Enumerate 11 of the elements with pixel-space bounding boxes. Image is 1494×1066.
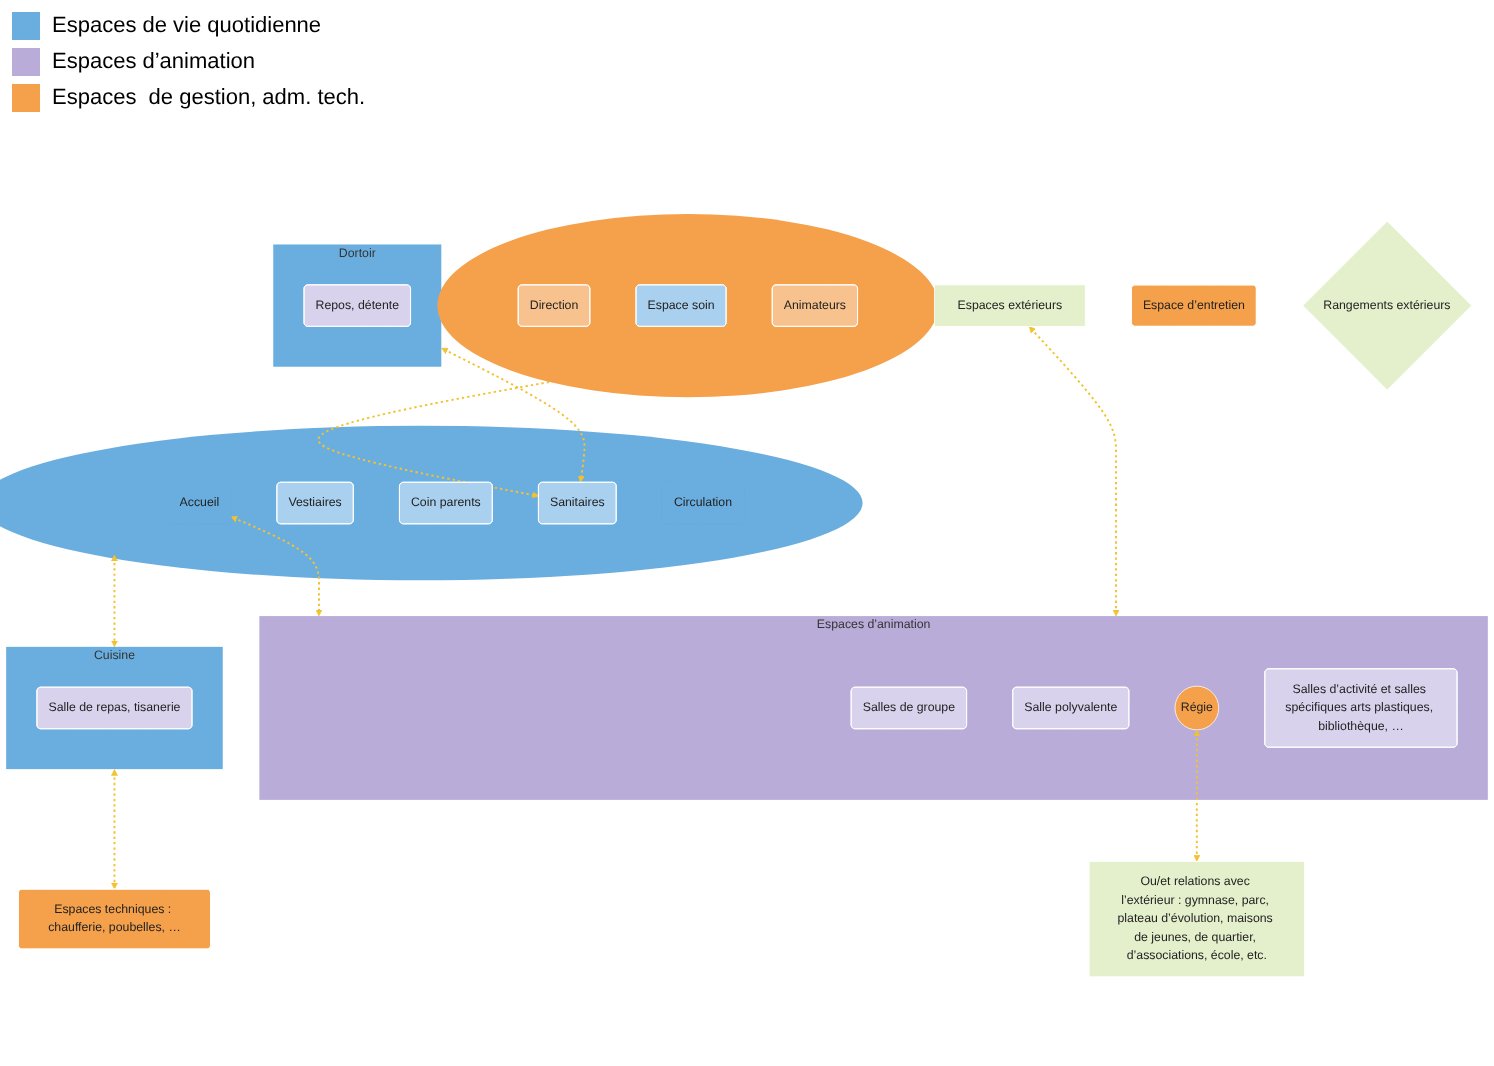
- arrow: [1028, 326, 1120, 617]
- legend-label: Espaces d’animation: [52, 50, 256, 74]
- cluster: [0, 425, 863, 581]
- legend-label: Espaces de gestion, adm. tech.: [52, 86, 366, 110]
- legend-label: Espaces de vie quotidienne: [52, 14, 322, 38]
- arrow: [111, 769, 118, 890]
- cluster: [437, 213, 939, 398]
- arrow: [111, 554, 118, 648]
- arrow: [441, 347, 586, 483]
- arrow: [1193, 729, 1201, 862]
- arrow: [230, 515, 323, 617]
